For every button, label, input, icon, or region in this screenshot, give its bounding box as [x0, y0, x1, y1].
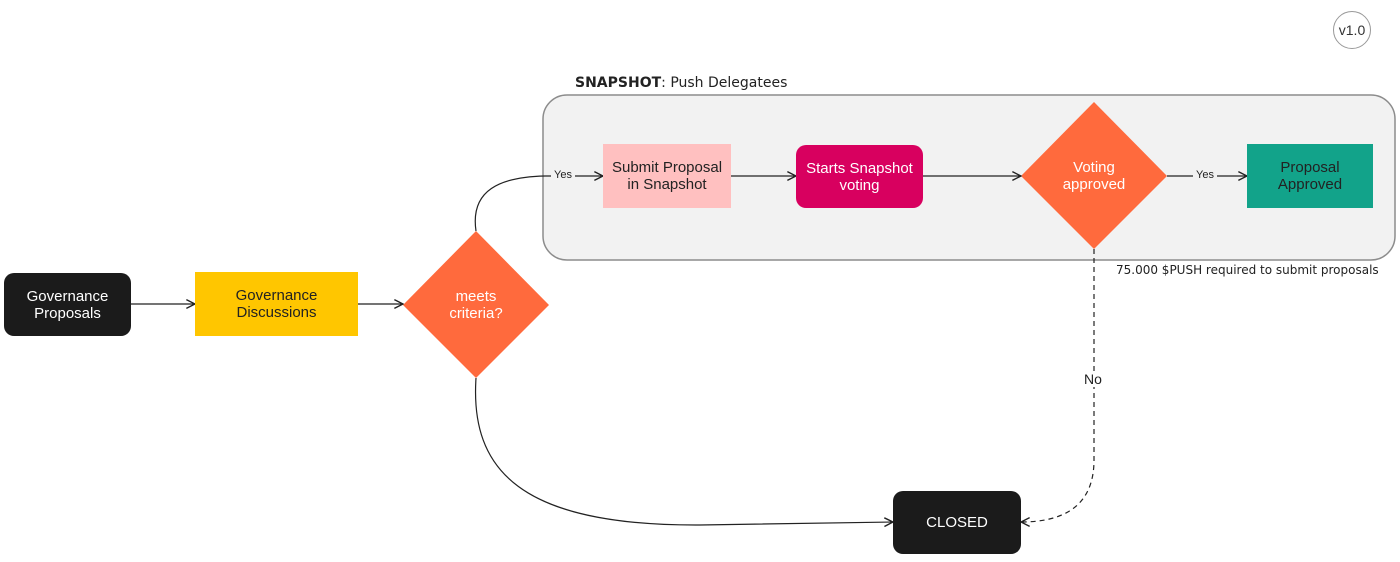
voting-no-label: No [1081, 371, 1105, 387]
snapshot-group-title-bold: SNAPSHOT [575, 75, 662, 91]
meets-criteria-label: meets criteria? [449, 288, 503, 322]
edge-criteria-no-to-closed [474, 377, 893, 525]
starts-snapshot-voting-node[interactable]: Starts Snapshot voting [796, 145, 923, 208]
governance-discussions-node[interactable]: Governance Discussions [195, 272, 358, 336]
edge-voting-no-to-closed [1021, 249, 1095, 522]
voting-approved-label: Voting approved [1062, 159, 1126, 193]
snapshot-group-title-rest: : Push Delegatees [661, 75, 788, 91]
voting-yes-label: Yes [1193, 169, 1217, 181]
governance-proposals-node[interactable]: Governance Proposals [4, 273, 131, 336]
submit-proposal-node[interactable]: Submit Proposal in Snapshot [603, 144, 731, 208]
snapshot-requirement-note: 75.000 $PUSH required to submit proposal… [1116, 263, 1379, 277]
snapshot-group-container [542, 94, 1396, 261]
snapshot-group-title: SNAPSHOT: Push Delegatees [575, 75, 787, 91]
closed-node[interactable]: CLOSED [893, 491, 1021, 554]
proposal-approved-node[interactable]: Proposal Approved [1247, 144, 1373, 208]
edge-criteria-yes-to-submit [474, 176, 603, 232]
version-badge: v1.0 [1333, 11, 1371, 49]
criteria-yes-label: Yes [551, 169, 575, 181]
voting-approved-diamond[interactable] [1021, 102, 1167, 249]
meets-criteria-diamond[interactable] [403, 231, 549, 378]
